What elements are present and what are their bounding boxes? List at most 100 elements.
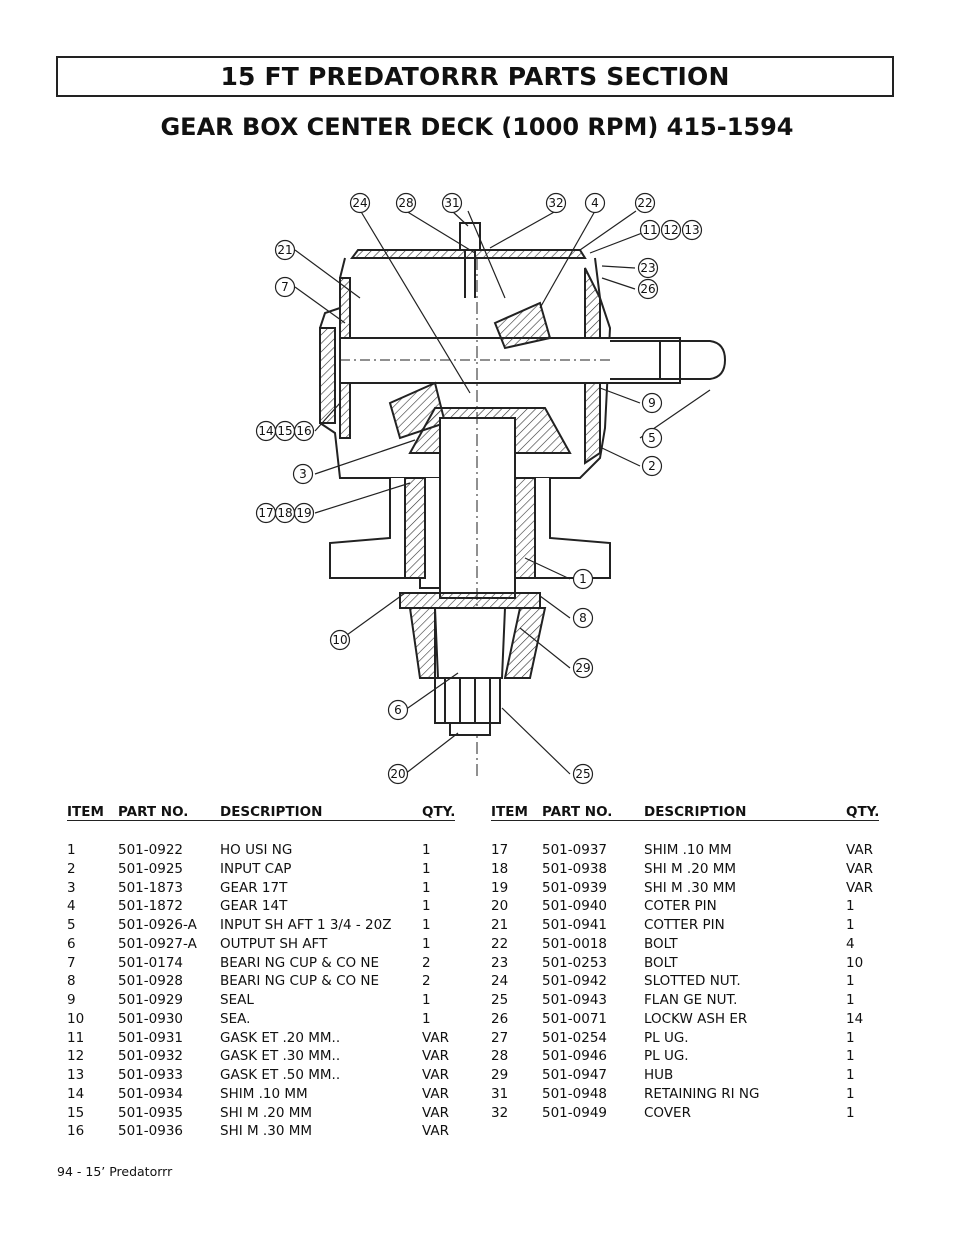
part-description: PL UG.	[644, 1029, 689, 1046]
callout-circle	[274, 239, 296, 261]
callout-label: 3	[299, 467, 307, 481]
header-part-no: PART NO.	[118, 804, 189, 820]
callout-label: 15	[277, 424, 292, 438]
part-number: 501-0931	[118, 1029, 183, 1046]
part-number: 501-0174	[118, 954, 183, 971]
part-description: BOLT	[644, 954, 678, 971]
part-description: SHI M .30 MM	[220, 1123, 312, 1140]
part-number: 501-0949	[542, 1104, 607, 1121]
part-number: 501-1872	[118, 898, 183, 915]
callout-label: 12	[663, 223, 678, 237]
part-qty: 4	[846, 935, 855, 952]
part-number: 501-0935	[118, 1104, 183, 1121]
part-qty: 1	[846, 1029, 855, 1046]
part-description: HUB	[644, 1067, 674, 1083]
part-qty: 1	[422, 935, 431, 952]
part-qty: 1	[422, 842, 431, 858]
part-number: 501-0938	[542, 860, 607, 877]
item-number: 10	[67, 1010, 85, 1027]
page-subtitle: GEAR BOX CENTER DECK (1000 RPM) 415-1594	[160, 113, 794, 141]
part-qty: 1	[422, 860, 431, 877]
callout-label: 11	[642, 223, 657, 237]
part-number: 501-0922	[118, 842, 183, 858]
item-number: 8	[67, 973, 76, 990]
callout-circle	[292, 463, 314, 485]
callout-label: 26	[640, 282, 655, 296]
part-description: BEARI NG CUP & CO NE	[220, 973, 380, 990]
callout-label: 18	[277, 506, 292, 520]
part-number: 501-0946	[542, 1048, 607, 1065]
item-number: 26	[491, 1010, 509, 1027]
callout-circle	[641, 455, 663, 477]
callout-label: 1	[579, 572, 587, 586]
callout-label: 4	[591, 196, 599, 210]
part-description: COTTER PIN	[644, 917, 725, 933]
part-description: COTER PIN	[644, 898, 717, 915]
part-qty: VAR	[422, 1085, 449, 1102]
item-number: 9	[67, 992, 76, 1008]
part-description: SHI M .20 MM	[220, 1104, 312, 1121]
part-number: 501-1873	[118, 879, 183, 896]
item-number: 23	[491, 954, 509, 971]
item-number: 7	[67, 954, 76, 971]
callout-leaders	[294, 209, 711, 775]
header-description: DESCRIPTION	[644, 804, 747, 820]
part-number: 501-0926-A	[118, 917, 197, 933]
item-number: 6	[67, 935, 76, 952]
part-description: OUTPUT SH AFT	[220, 935, 328, 952]
page-title: 15 FT PREDATORRR PARTS SECTION	[56, 56, 894, 97]
callout-circle	[545, 192, 567, 214]
part-description: SEA.	[220, 1010, 251, 1027]
part-description: GEAR 17T	[220, 879, 288, 896]
callout-label: 7	[281, 280, 289, 294]
callout-label: 32	[548, 196, 563, 210]
callout-label: 9	[648, 396, 656, 410]
table-header: ITEM PART NO. DESCRIPTION QTY.	[491, 803, 879, 822]
callout-circle	[572, 763, 594, 785]
part-qty: 1	[422, 1010, 431, 1027]
callout-label: 16	[296, 424, 311, 438]
part-qty: 1	[846, 973, 855, 990]
callout-circle	[641, 427, 663, 449]
callout-circle	[572, 607, 594, 629]
item-number: 20	[491, 898, 509, 915]
part-qty: VAR	[422, 1123, 449, 1140]
part-number: 501-0948	[542, 1085, 607, 1102]
item-number: 11	[67, 1029, 85, 1046]
item-number: 27	[491, 1029, 509, 1046]
callout-circle	[637, 278, 659, 300]
part-description: HO USI NG	[220, 842, 293, 858]
callout-circle	[293, 502, 315, 524]
part-number: 501-0942	[542, 973, 607, 990]
part-number: 501-0925	[118, 860, 183, 877]
callout-label: 23	[640, 261, 655, 275]
callout-circle	[293, 420, 315, 442]
part-number: 501-0943	[542, 992, 607, 1008]
part-qty: 1	[846, 1067, 855, 1083]
item-number: 29	[491, 1067, 509, 1083]
part-description: LOCKW ASH ER	[644, 1010, 748, 1027]
callout-label: 10	[332, 633, 347, 647]
callout-label: 2	[648, 459, 656, 473]
callout-label: 14	[258, 424, 273, 438]
part-description: INPUT SH AFT 1 3/4 - 20Z	[220, 917, 392, 933]
item-number: 19	[491, 879, 509, 896]
callout-circle	[274, 276, 296, 298]
part-qty: 2	[422, 973, 431, 990]
callout-label: 25	[575, 767, 590, 781]
callout-circle	[349, 192, 371, 214]
item-number: 2	[67, 860, 76, 877]
callout-circle	[387, 699, 409, 721]
part-number: 501-0929	[118, 992, 183, 1008]
item-number: 1	[67, 842, 76, 858]
part-number: 501-0927-A	[118, 935, 197, 952]
part-qty: VAR	[846, 842, 873, 858]
callout-circle	[572, 657, 594, 679]
part-description: BEARI NG CUP & CO NE	[220, 954, 380, 971]
part-qty: 10	[846, 954, 864, 971]
part-description: PL UG.	[644, 1048, 689, 1065]
part-number: 501-0933	[118, 1067, 183, 1083]
part-number: 501-0937	[542, 842, 607, 858]
item-number: 15	[67, 1104, 85, 1121]
